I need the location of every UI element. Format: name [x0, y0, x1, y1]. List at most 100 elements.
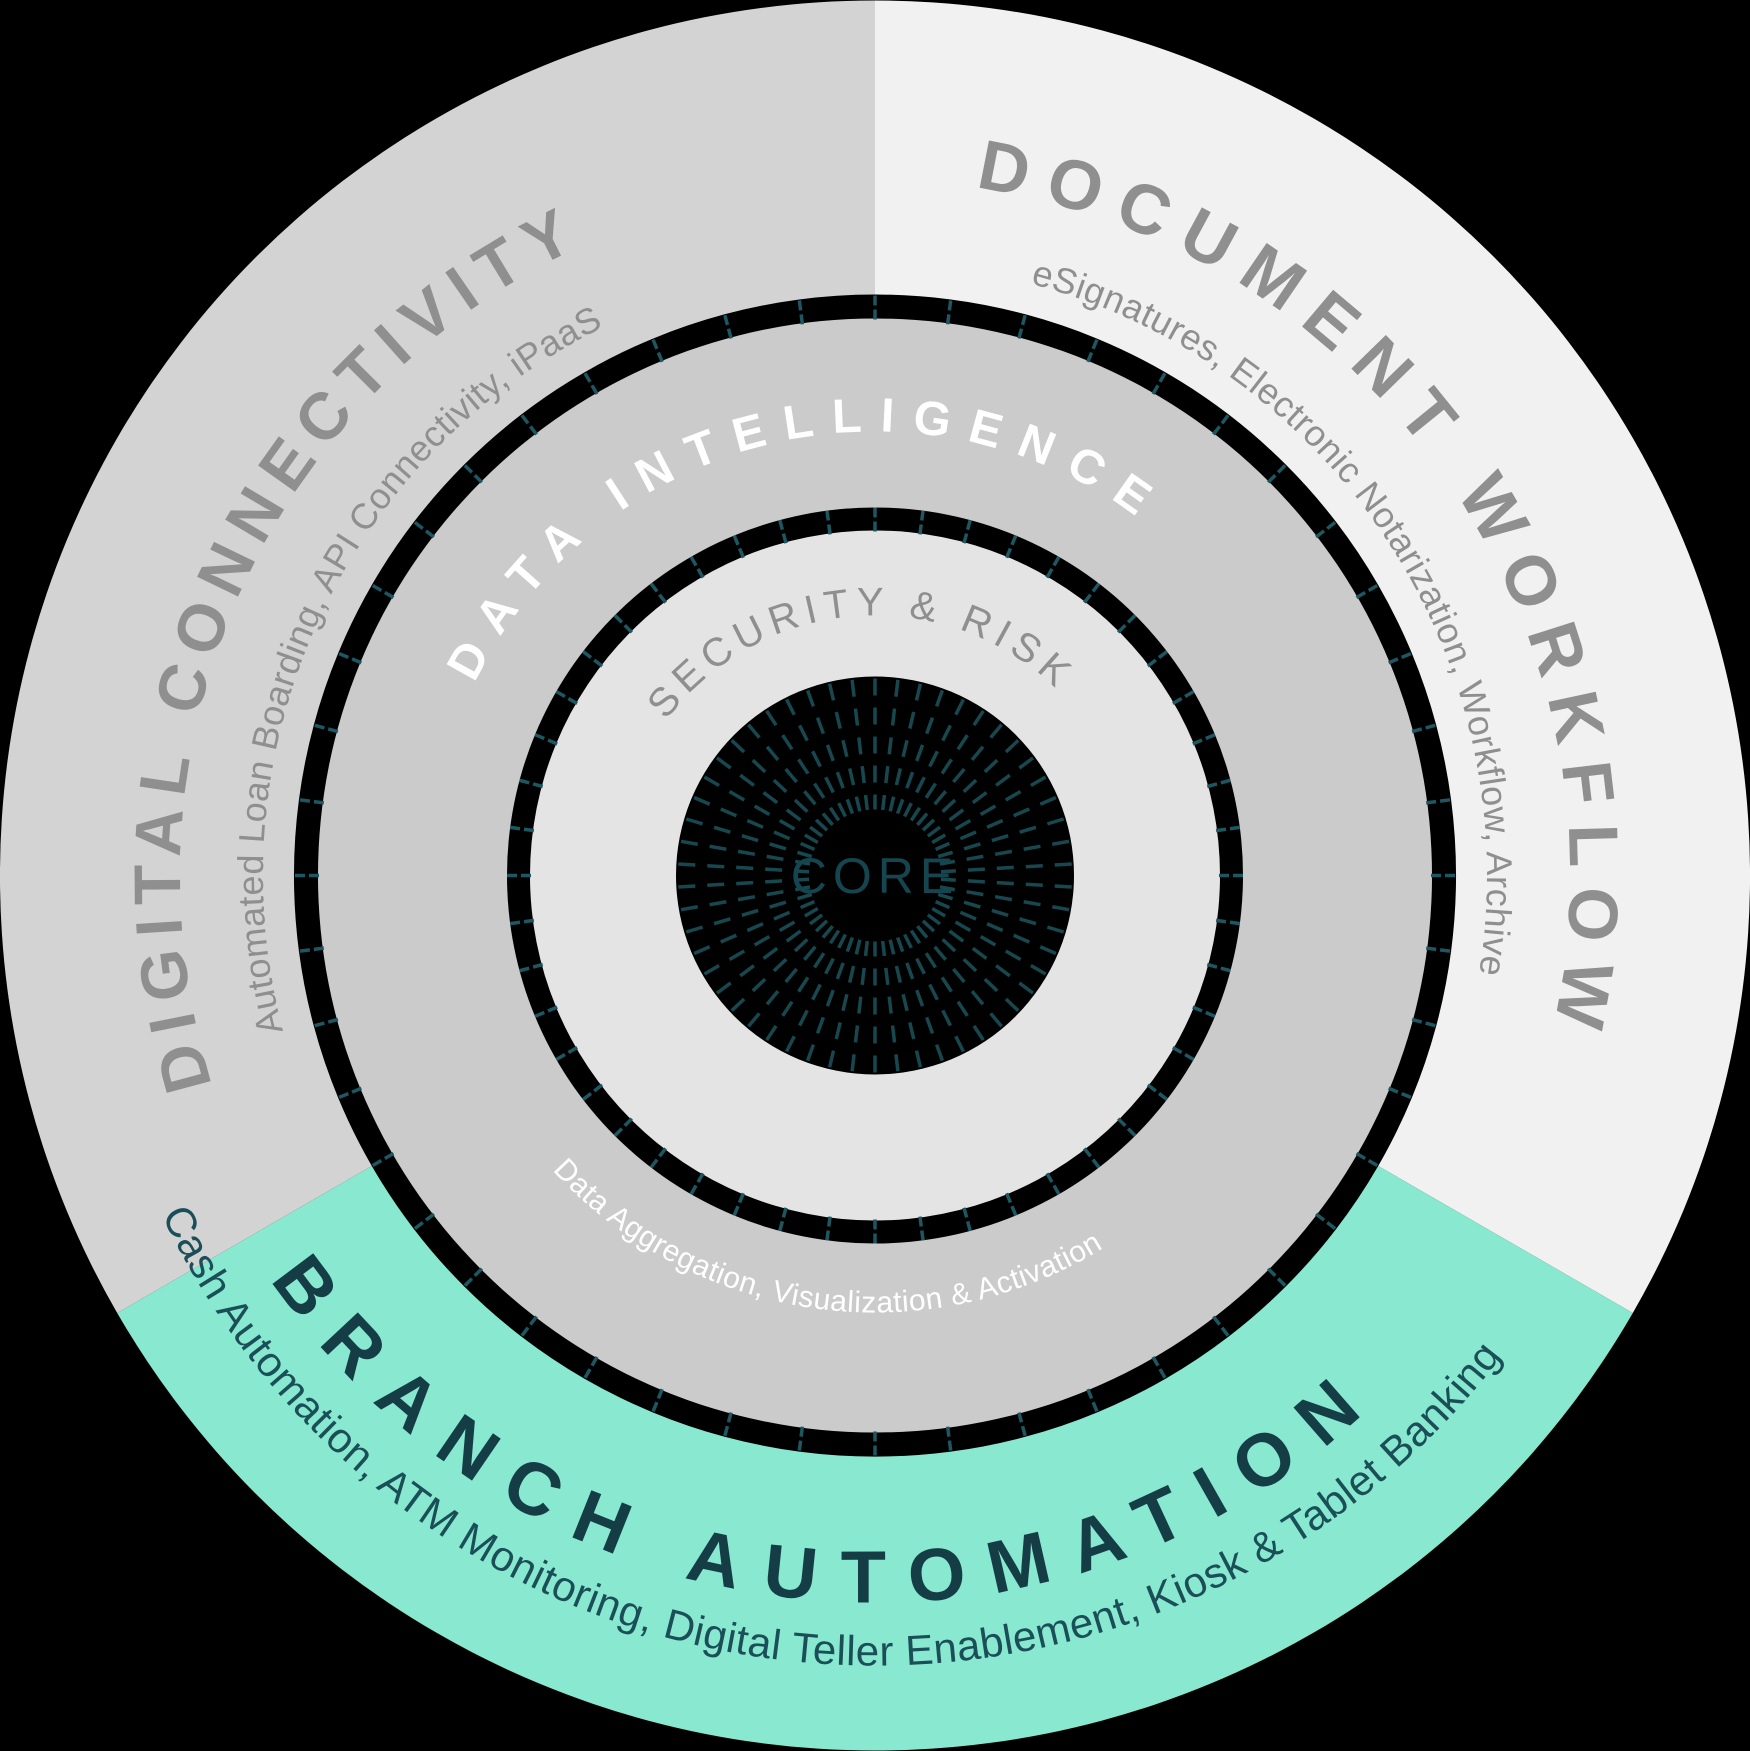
core-ray	[909, 929, 985, 1042]
tick-mark	[1215, 918, 1242, 926]
tick-mark	[533, 1005, 558, 1019]
tick-mark	[651, 338, 664, 363]
tick-mark	[298, 946, 325, 954]
tick-mark	[722, 313, 733, 339]
segment-digital-connectivity	[0, 0, 875, 1313]
tick-mark	[1212, 413, 1231, 436]
core-ray	[916, 924, 1003, 1028]
tick-mark	[797, 299, 805, 325]
core-ray	[765, 929, 841, 1042]
core-ray	[937, 892, 1065, 934]
core-ray	[730, 919, 829, 1012]
tick-mark	[533, 732, 558, 746]
core-ray	[926, 913, 1035, 995]
tick-mark	[688, 555, 705, 579]
core-ray	[934, 795, 1057, 852]
core-ray	[678, 877, 810, 889]
core-ray	[693, 795, 816, 852]
tick-mark	[1004, 533, 1018, 559]
core-ray	[940, 862, 1072, 874]
core-ray	[715, 756, 824, 838]
tick-mark	[612, 1117, 634, 1138]
core-ray	[678, 862, 810, 874]
tick-mark	[1266, 1267, 1288, 1288]
core-ray	[926, 756, 1035, 838]
tick-mark	[1315, 1212, 1337, 1231]
tick-mark	[1086, 1388, 1099, 1413]
tick-mark	[1212, 1315, 1231, 1338]
tick-mark	[1083, 1147, 1101, 1170]
tick-mark	[1192, 732, 1217, 746]
tick-mark	[337, 651, 362, 665]
tick-mark	[519, 1315, 538, 1338]
tick-mark	[1116, 1117, 1138, 1138]
tick-mark	[1151, 371, 1168, 395]
tick-mark	[1151, 1356, 1168, 1380]
core-ray	[903, 933, 965, 1053]
tick-mark	[777, 1207, 788, 1233]
core-ray	[903, 698, 965, 818]
tick-mark	[1172, 689, 1196, 706]
tick-mark	[1045, 555, 1062, 579]
tick-mark	[1146, 1083, 1169, 1102]
tick-mark	[518, 962, 544, 973]
tick-mark	[1206, 778, 1232, 789]
tick-mark	[649, 581, 667, 604]
core-ray	[937, 817, 1065, 859]
core-ray	[747, 723, 834, 827]
core-ray	[939, 885, 1070, 912]
tick-mark	[1086, 338, 1099, 363]
core-ray	[909, 709, 985, 822]
tick-mark	[581, 1083, 604, 1102]
tick-mark	[519, 413, 538, 436]
tick-mark	[298, 797, 325, 805]
tick-mark	[1388, 651, 1413, 665]
tick-mark	[732, 1192, 746, 1218]
core-label: CORE	[791, 848, 959, 904]
tick-mark	[722, 1412, 733, 1438]
tick-mark	[1266, 463, 1288, 484]
core-ray	[940, 877, 1072, 889]
core-ray	[939, 839, 1070, 866]
segment-branch-automation	[117, 1166, 1633, 1751]
tick-mark	[649, 1147, 667, 1170]
core-ray	[680, 839, 811, 866]
core-ray	[785, 933, 847, 1053]
tick-mark	[1083, 581, 1101, 604]
tick-mark	[612, 613, 634, 634]
tick-mark	[337, 1086, 362, 1100]
tick-mark	[825, 509, 832, 535]
core-ray	[747, 924, 834, 1028]
tick-marks-inner-gap	[506, 506, 1244, 1245]
core-ray	[888, 683, 923, 812]
tick-mark	[582, 1356, 599, 1380]
core-ray	[785, 698, 847, 818]
tick-mark	[462, 463, 484, 484]
tick-mark	[1116, 613, 1138, 634]
tick-mark	[518, 778, 544, 789]
tick-mark	[1215, 825, 1242, 833]
core-ray	[827, 683, 862, 812]
tick-mark	[797, 1426, 805, 1452]
core-ray	[880, 940, 900, 1072]
tick-mark	[413, 1212, 435, 1231]
tick-mark	[462, 1267, 484, 1288]
tick-mark	[918, 1216, 925, 1242]
tick-mark	[370, 1151, 395, 1168]
core-ray	[850, 679, 870, 811]
tick-mark	[508, 918, 535, 926]
tick-mark	[313, 1017, 339, 1028]
tick-mark	[1355, 583, 1380, 600]
tick-mark	[1425, 946, 1452, 954]
core-ray	[703, 775, 819, 845]
core-ray	[703, 906, 819, 976]
core-ray	[921, 919, 1020, 1012]
core-ray	[895, 689, 945, 815]
core-ray	[888, 939, 923, 1068]
tick-mark	[1206, 962, 1232, 973]
tick-mark	[962, 1207, 973, 1233]
core-ray	[850, 940, 870, 1072]
tick-mark	[945, 1426, 953, 1452]
core-ray	[685, 892, 813, 934]
